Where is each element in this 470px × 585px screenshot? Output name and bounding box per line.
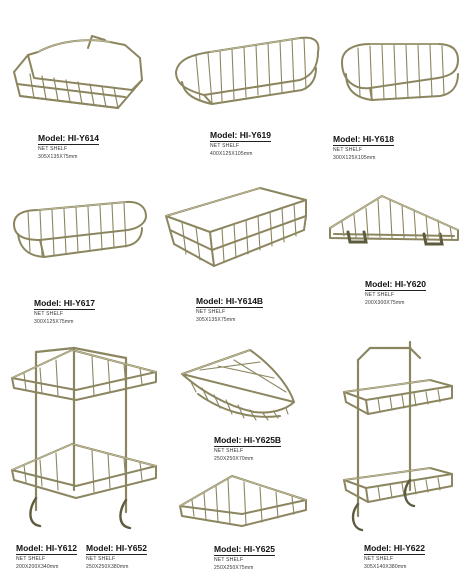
model-name: Model: HI-Y620 [365, 279, 426, 291]
product-size: 200X200X340mm [16, 564, 59, 570]
product-type: NET SHELF [214, 448, 244, 454]
model-name: Model: HI-Y625B [214, 435, 282, 447]
model-name: Model: HI-Y625 [214, 544, 275, 556]
product-type: NET SHELF [34, 311, 64, 317]
product-hi-y614b[interactable]: Model: HI-Y614B NET SHELF 305X135X75mm [160, 170, 320, 340]
product-type: NET SHELF [365, 292, 395, 298]
net-shelf-image [341, 43, 459, 101]
product-size: 305X140X380mm [364, 564, 407, 570]
product-type: NET SHELF [38, 146, 68, 152]
product-size: 305X135X75mm [38, 154, 78, 160]
model-name: Model: HI-Y652 [86, 543, 147, 555]
model-name: Model: HI-Y617 [34, 298, 95, 310]
net-shelf-image [329, 195, 459, 246]
product-hi-y625[interactable]: Model: HI-Y625 NET SHELF 250X250X75mm [170, 470, 320, 585]
product-size: 250X250X70mm [214, 456, 254, 462]
net-shelf-image [165, 187, 307, 267]
product-size: 200X300X75mm [365, 300, 405, 306]
product-hi-y617[interactable]: Model: HI-Y617 NET SHELF 300X125X75mm [0, 170, 160, 340]
product-type: NET SHELF [210, 143, 240, 149]
product-type: NET SHELF [214, 557, 244, 563]
product-size: 400X125X105mm [210, 151, 253, 157]
product-size: 305X135X75mm [196, 317, 236, 323]
net-shelf-image [181, 349, 295, 421]
product-size: 300X125X75mm [34, 319, 74, 325]
product-hi-y622[interactable]: Model: HI-Y622 NET SHELF 305X140X380mm [330, 340, 470, 585]
product-hi-y619[interactable]: Model: HI-Y619 NET SHELF 400X125X105mm [160, 0, 330, 170]
product-hi-y612-y652[interactable]: Model: HI-Y612 NET SHELF 200X200X340mm M… [0, 340, 170, 585]
net-shelf-image [343, 340, 453, 532]
product-hi-y625b[interactable]: Model: HI-Y625B NET SHELF 250X250X70mm [170, 340, 320, 470]
product-type: NET SHELF [86, 556, 116, 562]
product-size: 250X250X380mm [86, 564, 129, 570]
product-type: NET SHELF [364, 556, 394, 562]
model-name: Model: HI-Y614B [196, 296, 264, 308]
model-name: Model: HI-Y618 [333, 134, 394, 146]
net-shelf-image [11, 346, 157, 530]
net-shelf-image [175, 36, 320, 105]
model-name: Model: HI-Y612 [16, 543, 77, 555]
model-name: Model: HI-Y614 [38, 133, 99, 145]
net-shelf-image [13, 35, 143, 109]
net-shelf-image [13, 200, 147, 258]
product-hi-y614[interactable]: Model: HI-Y614 NET SHELF 305X135X75mm [0, 0, 160, 170]
product-hi-y618[interactable]: Model: HI-Y618 NET SHELF 300X125X105mm [330, 0, 470, 170]
net-shelf-image [179, 475, 307, 527]
product-type: NET SHELF [16, 556, 46, 562]
product-size: 300X125X105mm [333, 155, 376, 161]
model-name: Model: HI-Y619 [210, 130, 271, 142]
product-hi-y620[interactable]: Model: HI-Y620 NET SHELF 200X300X75mm [320, 170, 470, 340]
product-type: NET SHELF [196, 309, 226, 315]
product-size: 250X250X75mm [214, 565, 254, 571]
model-name: Model: HI-Y622 [364, 543, 425, 555]
product-type: NET SHELF [333, 147, 363, 153]
